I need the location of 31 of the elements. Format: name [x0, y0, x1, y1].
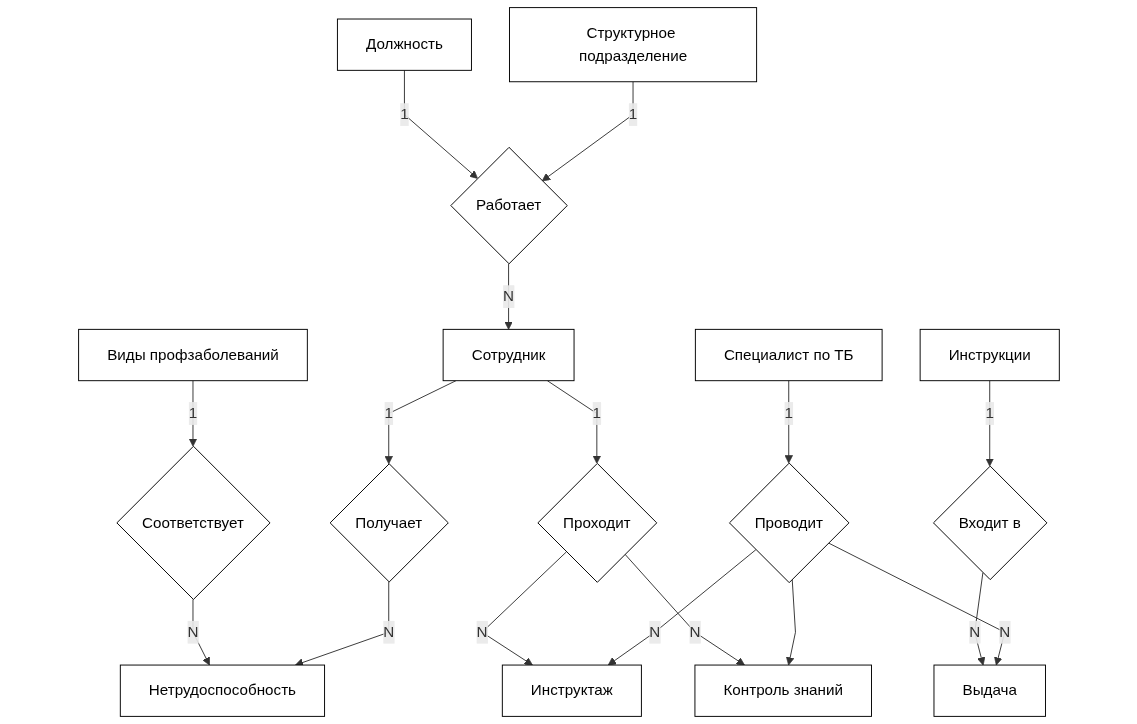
edge-label: N: [382, 623, 394, 640]
node-diamond: Работает: [449, 146, 568, 265]
edge-label: 1: [784, 404, 793, 422]
node-box: Специалист по ТБ: [694, 328, 883, 382]
edge-label: 1: [985, 404, 994, 422]
node-box: Виды профзаболеваний: [77, 328, 308, 382]
edge-label: N: [187, 623, 198, 640]
edge-label: 1: [592, 404, 601, 422]
node-box: Сотрудник: [442, 328, 575, 382]
node-diamond: Получает: [329, 463, 449, 583]
edge-label: N: [502, 288, 514, 305]
node-diamond: Проходит: [536, 462, 657, 583]
node-box: Инструкции: [919, 328, 1060, 382]
node-box: Контроль знаний: [694, 664, 872, 717]
edge-label: N: [968, 623, 980, 640]
node-diamond: Входит в: [932, 465, 1047, 581]
node-box: Структурное подразделение: [508, 7, 757, 83]
edge-label: 1: [384, 404, 393, 422]
edge-label: N: [648, 623, 660, 640]
node-box: Должность: [336, 18, 472, 71]
edge-label: 1: [188, 404, 197, 422]
node-diamond: Соответствует: [115, 445, 271, 600]
edge-label: N: [688, 623, 700, 640]
edge-label: N: [476, 623, 488, 640]
edge-label: N: [998, 623, 1010, 640]
node-box: Нетрудоспособность: [119, 664, 325, 717]
node-box: Инструктаж: [501, 664, 642, 717]
node-diamond: Проводит: [728, 462, 849, 584]
edge-label: 1: [399, 105, 409, 123]
edge-label: 1: [628, 105, 637, 123]
node-box: Выдача: [933, 664, 1046, 717]
